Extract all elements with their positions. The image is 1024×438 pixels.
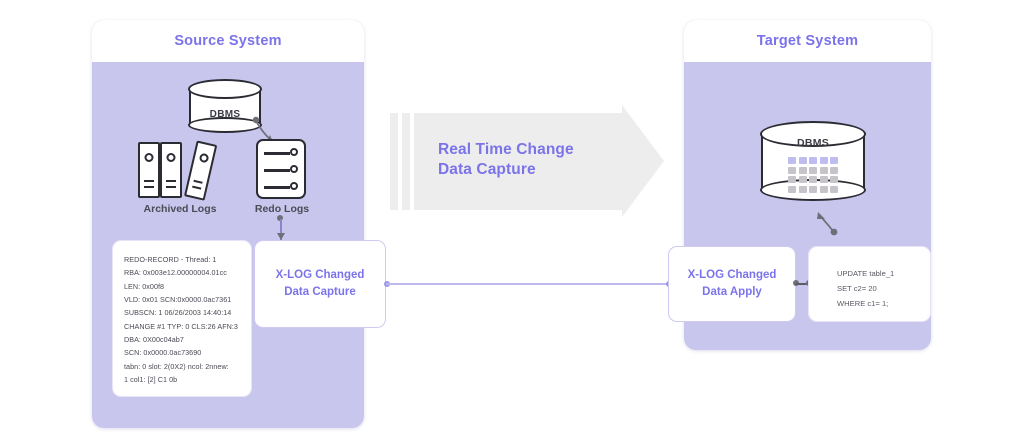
redo-record-line: REDO-RECORD - Thread: 1 (124, 255, 217, 264)
grid-cell (798, 185, 807, 193)
redo-log-row (264, 182, 298, 192)
apply-to-dbms-arrow-icon (817, 212, 838, 236)
redo-log-row (264, 165, 298, 175)
grid-cell (788, 157, 796, 164)
redo-log-row (264, 148, 298, 158)
apply-box-line1: X-LOG Changed (687, 269, 777, 282)
redo-row-dot-icon (290, 165, 298, 173)
binder-ring-icon (166, 153, 176, 162)
arrow-label-line2: Data Capture (438, 160, 536, 178)
redo-row-line (264, 169, 290, 172)
grid-cell (809, 157, 817, 164)
archived-logs-label: Archived Logs (143, 203, 217, 215)
binder-ring-icon (144, 153, 154, 162)
x-log-changed-data-capture-box[interactable]: X-LOG Changed Data Capture (254, 240, 386, 328)
grid-cell (819, 157, 828, 164)
binder-bar (192, 185, 202, 190)
source-dbms-icon: DBMS (188, 79, 262, 135)
redo-row-line (264, 152, 290, 155)
grid-cell (830, 176, 838, 183)
grid-cell (809, 166, 817, 174)
apply-box-line2: Data Apply (702, 286, 762, 298)
redo-to-capture-arrowhead-icon (277, 233, 285, 240)
x-log-changed-data-apply-box[interactable]: X-LOG Changed Data Apply (668, 246, 796, 322)
right-arrow-icon (414, 113, 622, 210)
target-panel-title: Target System (756, 33, 859, 49)
apply-box-label: X-LOG Changed Data Apply (688, 267, 777, 300)
grid-cell (819, 185, 828, 193)
grid-cell (809, 185, 817, 193)
redo-record-line: LEN: 0x00f8 (124, 281, 165, 291)
source-dbms-label: DBMS (209, 109, 241, 120)
redo-row-dot-icon (290, 182, 298, 190)
redo-record-line: 1 col1: [2] C1 0b (124, 374, 178, 384)
redo-logs-label: Redo Logs (254, 203, 310, 215)
grid-cell (798, 176, 807, 183)
grid-cell (798, 157, 807, 164)
target-panel-header: Target System (684, 20, 931, 62)
binder-bar (144, 185, 154, 188)
archived-logs-icon (136, 136, 222, 201)
grid-cell (798, 166, 807, 174)
grid-cell (819, 176, 828, 183)
target-dbms-table-grid (788, 157, 838, 193)
arrow-label-line1: Real Time Change (438, 141, 574, 158)
arrow-motion-tick (402, 113, 410, 210)
redo-record-line: RBA: 0x003e12.00000004.01cc (124, 268, 227, 278)
apply-to-sql-connector (796, 283, 810, 285)
source-panel-header: Source System (92, 20, 364, 62)
binder-1 (138, 142, 160, 198)
right-arrow-head-icon (622, 105, 664, 217)
binder-bar (166, 179, 176, 182)
redo-row-line (264, 186, 290, 189)
capture-box-label: X-LOG Changed Data Capture (276, 267, 365, 300)
sql-line: UPDATE table_1 (837, 269, 895, 278)
redo-record-line: DBA: 0X00c04ab7 (124, 334, 184, 344)
binder-bar (193, 179, 203, 184)
arrow-label: Real Time Change Data Capture (438, 140, 628, 180)
target-dbms-icon: DBMS (760, 121, 866, 205)
grid-cell (788, 185, 796, 193)
grid-cell (819, 166, 828, 174)
grid-cell (788, 176, 796, 183)
connector-dot (277, 215, 283, 221)
arrow-motion-tick (390, 113, 398, 210)
sql-statement-card: UPDATE table_1 SET c2= 20 WHERE c1= 1; (808, 246, 931, 322)
capture-to-apply-connector (386, 283, 670, 285)
grid-cell (830, 157, 838, 164)
grid-cell (830, 185, 838, 193)
binder-3 (184, 140, 218, 201)
redo-logs-icon (256, 139, 306, 199)
source-panel-title: Source System (174, 33, 282, 49)
redo-record-line: VLD: 0x01 SCN:0x0000.0ac7361 (124, 294, 232, 304)
redo-to-capture-connector (280, 219, 282, 240)
redo-record-line: CHANGE #1 TYP: 0 CLS:26 AFN:3 (124, 321, 238, 331)
redo-record-line: SCN: 0x0000.0ac73690 (124, 348, 202, 358)
capture-box-line1: X-LOG Changed (275, 269, 365, 282)
cylinder-bottom (188, 117, 262, 133)
redo-record-card: REDO-RECORD - Thread: 1 RBA: 0x003e12.00… (112, 240, 252, 397)
capture-box-line2: Data Capture (284, 286, 356, 298)
redo-row-dot-icon (290, 148, 298, 156)
binder-bar (166, 185, 176, 188)
cylinder-top (188, 79, 262, 99)
grid-cell (830, 166, 838, 174)
cylinder-top (760, 121, 866, 147)
sql-line: SET c2= 20 (837, 284, 877, 294)
grid-cell (809, 176, 817, 183)
binder-bar (144, 179, 154, 182)
binder-2 (160, 142, 182, 198)
target-dbms-label: DBMS (796, 137, 830, 149)
binder-ring-icon (198, 152, 209, 164)
redo-record-line: SUBSCN: 1 06/26/2003 14:40:14 (124, 308, 232, 318)
redo-record-line: tabn: 0 slot: 2(0X2) ncol: 2nnew: (124, 361, 229, 371)
grid-cell (788, 166, 796, 174)
sql-line: WHERE c1= 1; (837, 299, 889, 309)
